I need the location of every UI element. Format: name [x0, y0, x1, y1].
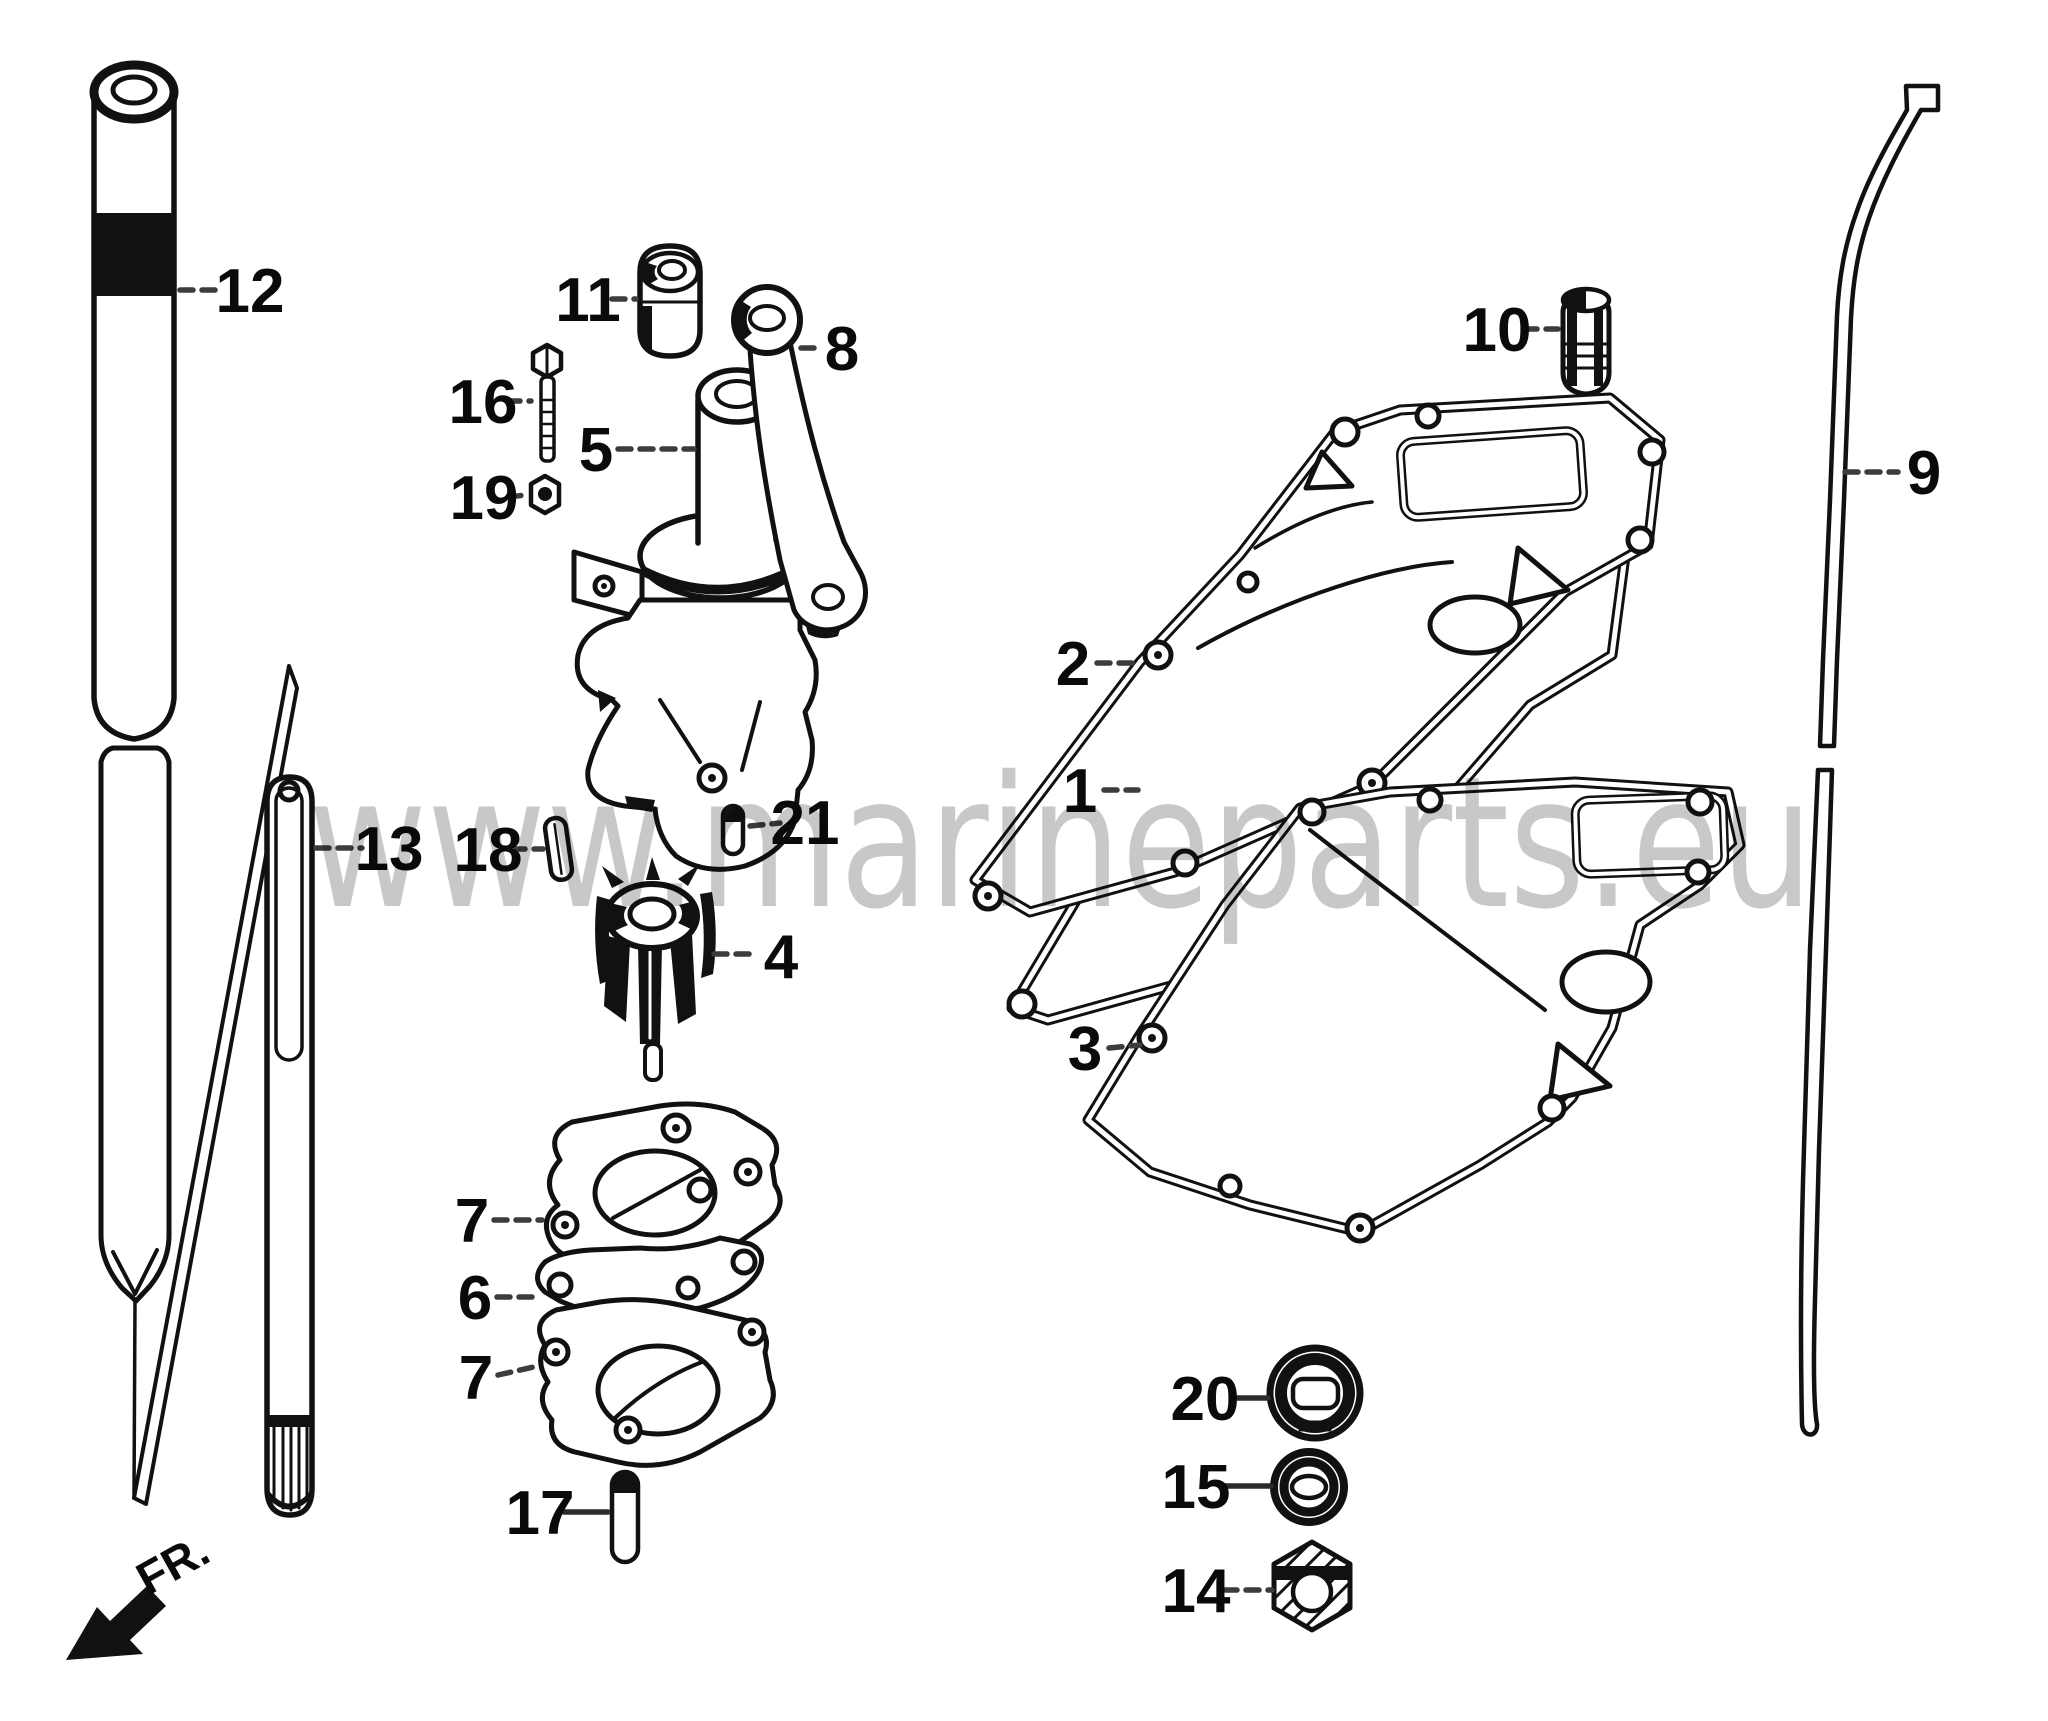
- leader-lines: [177, 287, 1901, 1593]
- part-18-pin: [542, 815, 575, 883]
- callout-19-label: 19: [450, 464, 519, 533]
- callout-6-label: 6: [458, 1264, 492, 1333]
- part-21-pin: [720, 803, 746, 857]
- part-6-gasket-middle: [535, 1235, 765, 1335]
- part-4-impeller: [595, 857, 716, 1082]
- callout-15-label: 15: [1162, 1453, 1231, 1522]
- fr-direction-arrow: FR.: [66, 1523, 218, 1660]
- part-7-gasket-upper: [543, 1101, 783, 1265]
- callout-5-label: 5: [579, 416, 613, 485]
- leader-19: [505, 492, 529, 500]
- callout-2-label: 2: [1056, 630, 1090, 699]
- callout-1-label: 1: [1063, 757, 1097, 826]
- part-13-shaft: [264, 774, 315, 1518]
- callout-9-label: 9: [1907, 439, 1941, 508]
- part-15-seal-washer: [1270, 1448, 1348, 1526]
- callout-18-label: 18: [454, 816, 523, 885]
- part-20-grommet: [1266, 1344, 1364, 1442]
- callout-8-label: 8: [825, 315, 859, 384]
- part-10-bolt: [1560, 286, 1612, 397]
- part-3-gasket: [1082, 776, 1746, 1244]
- callout-20-label: 20: [1171, 1365, 1240, 1434]
- part-11-bushing: [637, 243, 703, 359]
- callout-11-label: 11: [555, 266, 621, 335]
- part-12-tube: [89, 60, 179, 1499]
- part-14-nut: [1271, 1539, 1353, 1633]
- callout-14-label: 14: [1162, 1557, 1231, 1626]
- callout-16-label: 16: [449, 368, 518, 437]
- part-2-gasket: [969, 392, 1667, 918]
- leader-7-lower: [495, 1363, 541, 1378]
- part-8-link-arm: [731, 284, 868, 639]
- callout-21-label: 21: [771, 789, 840, 858]
- callout-17-label: 17: [506, 1479, 575, 1548]
- tapered-shaft: [132, 664, 299, 1506]
- watermark-text: www.marineparts.eu: [308, 737, 1813, 949]
- callout-3-label: 3: [1068, 1015, 1102, 1084]
- part-9-rod: [1798, 83, 1941, 1437]
- part-17-dowel-pin: [609, 1469, 641, 1565]
- leader-21: [747, 820, 783, 829]
- callout-labels: 1 2 3 4 5 6 7 7 8 9 10 11 12 13 14 15 16…: [216, 257, 1942, 1626]
- part-5-pump-housing: [571, 367, 819, 872]
- callout-13-label: 13: [355, 815, 424, 884]
- part-19-nut: [528, 473, 562, 516]
- callout-10-label: 10: [1463, 296, 1532, 365]
- leader-3: [1106, 1042, 1143, 1051]
- callout-4-label: 4: [764, 923, 799, 992]
- part-7-gasket-lower: [537, 1297, 776, 1468]
- callout-7-upper-label: 7: [455, 1187, 489, 1256]
- callout-7-lower-label: 7: [459, 1344, 493, 1413]
- part-16-bolt: [530, 342, 564, 463]
- callout-12-label: 12: [216, 257, 285, 326]
